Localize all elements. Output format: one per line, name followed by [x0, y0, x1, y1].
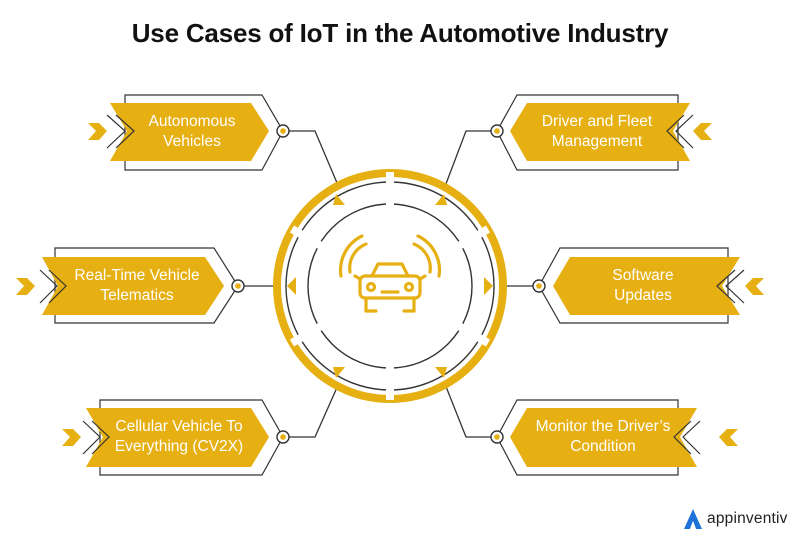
card-shape: [42, 257, 224, 315]
use-case-label-software-updates: Software Updates: [612, 267, 674, 304]
connector-line-autonomous: [283, 130, 344, 198]
ring-arrow-top-left: [333, 194, 345, 205]
chevron-arrow-icon: [693, 123, 712, 140]
use-case-label-driver-condition: Monitor the Driver’s Condition: [535, 418, 671, 455]
use-case-label-cv2x: Cellular Vehicle To Everything (CV2X): [114, 418, 244, 455]
use-case-card-driver-condition: [490, 399, 738, 476]
double-chevron-icon: [106, 114, 126, 149]
ring-arrow-right: [484, 277, 493, 295]
use-case-card-telematics: [16, 247, 245, 324]
double-chevron-icon: [39, 269, 58, 304]
use-case-label-fleet-management: Driver and Fleet Management: [541, 113, 653, 150]
connector-line-cv2x: [283, 373, 344, 438]
card-outline: [496, 94, 679, 171]
chevron-arrow-icon: [719, 429, 738, 446]
double-chevron-icon: [682, 420, 701, 455]
use-case-card-software-updates: [532, 247, 764, 324]
use-case-label-telematics: Real-Time Vehicle Telematics: [74, 267, 200, 304]
connector-line-driver: [440, 373, 497, 438]
card-shape: [510, 408, 697, 467]
connected-car-icon: [338, 234, 442, 313]
double-chevron-icon: [725, 269, 745, 304]
card-outline: [496, 399, 679, 476]
connector-lines: [238, 130, 539, 438]
page-title: Use Cases of IoT in the Automotive Indus…: [131, 18, 669, 48]
card-shape: [510, 103, 690, 161]
use-case-card-autonomous-vehicles: [88, 94, 290, 171]
appinventiv-logo-icon: [684, 509, 702, 529]
card-shape: [553, 257, 740, 315]
card-shape: [110, 103, 269, 161]
chevron-arrow-icon: [16, 278, 35, 295]
ring-arrow-bottom-right: [435, 367, 447, 378]
ring-arrow-bottom-left: [333, 367, 345, 378]
brand-name: appinventiv: [707, 510, 788, 527]
double-chevron-icon: [675, 114, 694, 149]
card-outline: [538, 247, 729, 324]
use-case-card-fleet-management: [490, 94, 712, 171]
chevron-arrow-icon: [62, 429, 81, 446]
double-chevron-icon: [82, 420, 101, 455]
ring-arrows: [287, 194, 493, 378]
ring-arrow-top-right: [435, 194, 447, 205]
connector-line-fleet: [440, 130, 497, 198]
ring-arrow-left: [287, 277, 296, 295]
chevron-arrow-icon: [88, 123, 107, 140]
use-case-label-autonomous-vehicles: Autonomous Vehicles: [148, 113, 236, 150]
use-case-card-cv2x: [62, 399, 290, 476]
brand-logo: appinventiv: [683, 506, 788, 532]
chevron-arrow-icon: [745, 278, 764, 295]
central-ring: [273, 169, 507, 403]
card-shape: [86, 408, 269, 467]
